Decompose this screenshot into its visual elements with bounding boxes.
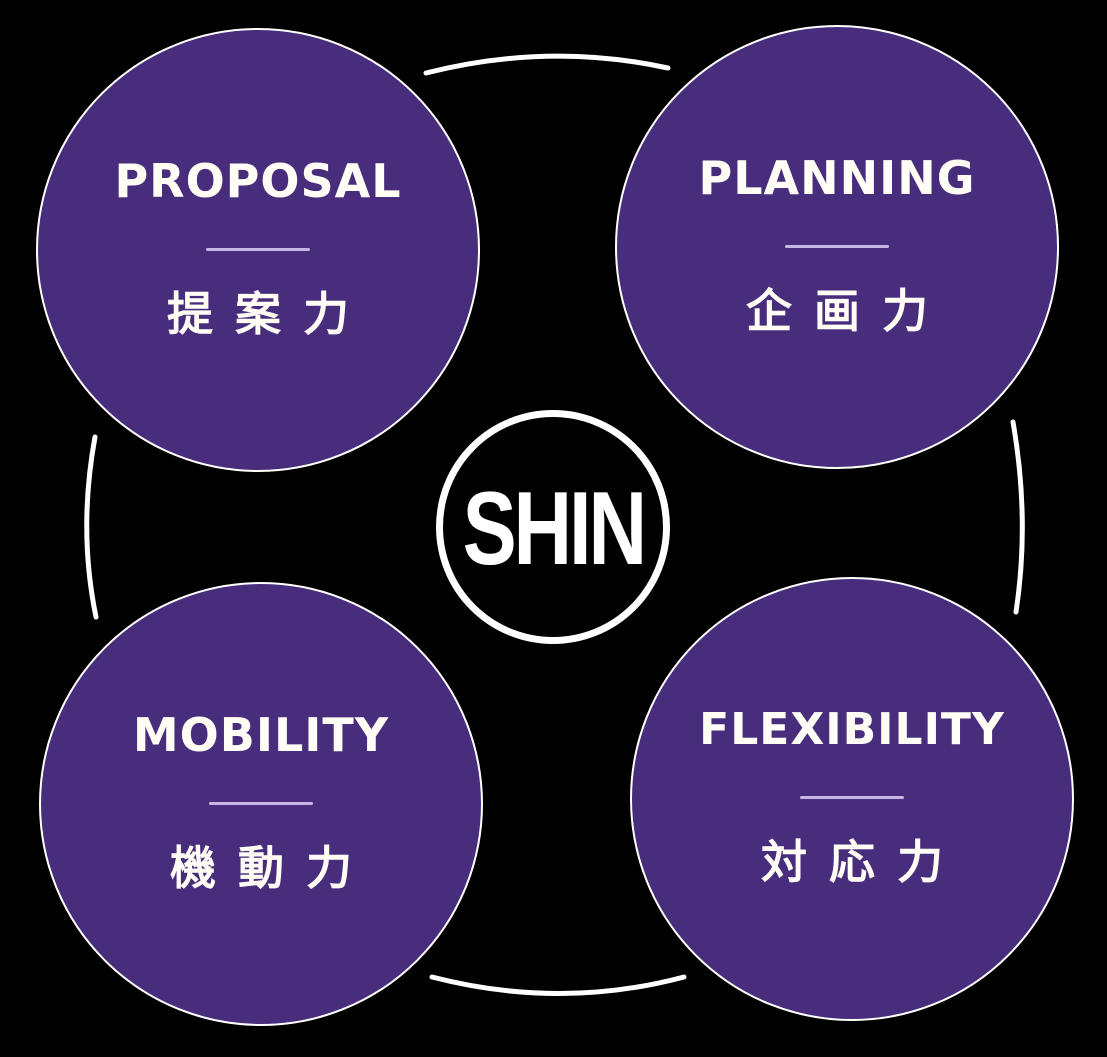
shin-logo-text: SHIN [462, 471, 646, 587]
bubble-title-jp: 企画力 [746, 284, 950, 337]
arc-left [84, 434, 99, 620]
bubble-mobility: MOBILITY 機動力 [39, 582, 483, 1026]
divider [206, 247, 310, 251]
bubble-title-jp: 提案力 [167, 287, 371, 340]
bubble-title-en: MOBILITY [132, 707, 390, 762]
arc-top [423, 53, 671, 76]
arc-bottom [429, 974, 687, 996]
arc-right [1010, 419, 1025, 615]
bubble-planning: PLANNING 企画力 [615, 25, 1059, 469]
bubble-proposal: PROPOSAL 提案力 [36, 28, 480, 472]
bubble-flexibility: FLEXIBILITY 対応力 [630, 577, 1074, 1021]
divider [785, 244, 889, 248]
bubble-title-jp: 機動力 [170, 841, 374, 894]
bubble-title-en: PLANNING [698, 150, 976, 205]
bubble-title-en: FLEXIBILITY [699, 703, 1005, 755]
divider [209, 801, 313, 805]
divider [800, 795, 904, 799]
shin-logo-badge: SHIN [436, 410, 670, 644]
bubble-title-jp: 対応力 [761, 835, 965, 888]
bubble-title-en: PROPOSAL [114, 153, 402, 208]
